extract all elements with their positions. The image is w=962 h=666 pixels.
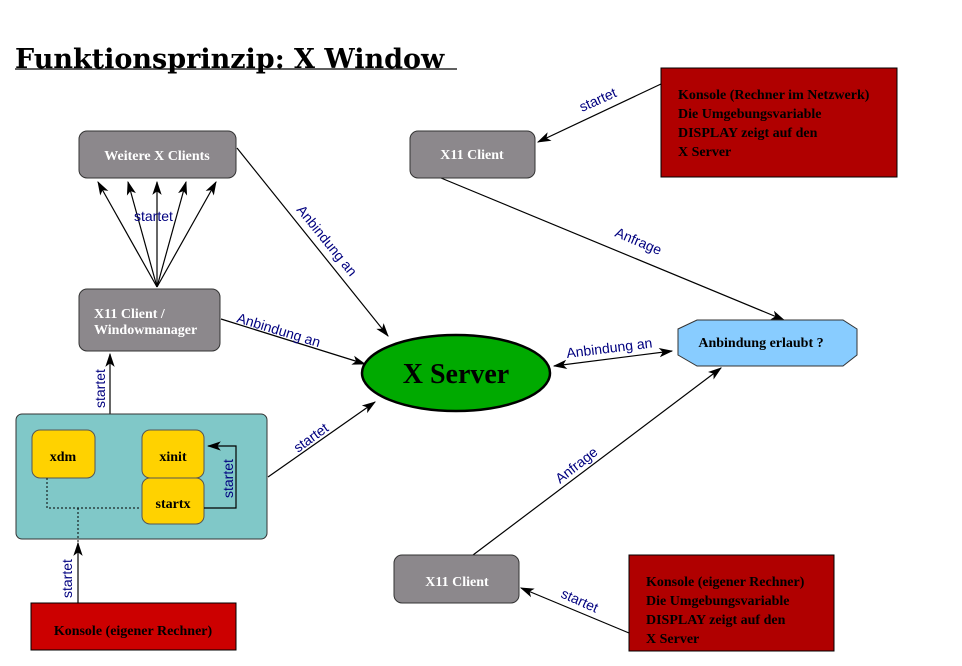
node-wm-label-2: Windowmanager	[94, 323, 197, 338]
node-client-top-label: X11 Client	[440, 148, 504, 163]
node-konsole-bottom-label: Konsole (eigener Rechner)	[54, 624, 213, 639]
dotted-xdm-startx	[46, 478, 140, 509]
edge-label-anbindung-check: Anbindung an	[565, 335, 653, 361]
node-wm-label-1: X11 Client /	[94, 307, 166, 322]
node-xdm-label: xdm	[50, 450, 77, 465]
node-client-bottom-label: X11 Client	[425, 575, 489, 590]
edge-startx-to-xinit	[204, 441, 237, 509]
node-startx[interactable]: startx	[141, 477, 205, 525]
edge-label-startet-wm: startet	[92, 369, 108, 408]
edge-label-anbindung-weitere: Anbindung an	[294, 202, 361, 279]
konsole-net-line-2: Die Umgebungsvariable	[678, 107, 822, 122]
node-startup-group: xdm xinit startx startet	[15, 413, 268, 545]
node-weitere-label: Weitere X Clients	[104, 149, 210, 164]
edge-label-startet-fan: startet	[134, 208, 173, 224]
node-konsole-netzwerk[interactable]: Konsole (Rechner im Netzwerk) Die Umgebu…	[660, 67, 898, 178]
node-xdm[interactable]: xdm	[31, 429, 96, 479]
node-startx-label: startx	[156, 497, 191, 512]
konsole-net-line-1: Konsole (Rechner im Netzwerk)	[678, 88, 870, 103]
edge-label-anbindung-wm: Anbindung an	[235, 310, 322, 351]
edge-client-top-to-check	[440, 177, 786, 321]
node-x-server-label: X Server	[403, 359, 510, 390]
edge-label-startet-right: startet	[559, 585, 601, 615]
edge-label-startet-konsole: startet	[59, 559, 75, 598]
edge-server-check	[552, 347, 674, 370]
edge-label-startet-loop: startet	[220, 459, 236, 498]
edge-label-startet-net: startet	[577, 84, 619, 114]
node-x11-client-top[interactable]: X11 Client	[409, 130, 536, 179]
edge-client-bottom-to-check	[472, 367, 722, 556]
edge-konsole-net-to-client	[536, 83, 662, 143]
konsole-right-line-2: Die Umgebungsvariable	[646, 594, 790, 609]
konsole-right-line-4: X Server	[646, 632, 699, 647]
edge-group-to-server	[267, 401, 376, 478]
node-xinit[interactable]: xinit	[141, 429, 205, 479]
node-check-label: Anbindung erlaubt ?	[698, 336, 823, 351]
edge-konsole-right-to-client	[519, 587, 630, 634]
node-konsole-eigener-rechner-right[interactable]: Konsole (eigener Rechner) Die Umgebungsv…	[628, 554, 835, 652]
diagram-title: Funktionsprinzip: X Window	[15, 44, 445, 75]
node-weitere-x-clients[interactable]: Weitere X Clients	[78, 130, 237, 179]
node-xinit-label: xinit	[159, 450, 187, 465]
node-x-server[interactable]: X Server	[360, 333, 552, 413]
fan-startet-arrows	[97, 180, 217, 288]
edge-wm-to-server	[220, 318, 367, 365]
node-x11-client-windowmanager[interactable]: X11 Client / Windowmanager	[78, 288, 221, 352]
konsole-net-line-4: X Server	[678, 145, 731, 160]
node-anbindung-erlaubt[interactable]: Anbindung erlaubt ?	[677, 319, 858, 367]
node-x11-client-bottom[interactable]: X11 Client	[393, 554, 520, 604]
konsole-right-line-1: Konsole (eigener Rechner)	[646, 575, 805, 590]
konsole-right-line-3: DISPLAY zeigt auf den	[646, 613, 786, 628]
konsole-net-line-3: DISPLAY zeigt auf den	[678, 126, 818, 141]
node-konsole-eigener-rechner-bottom[interactable]: Konsole (eigener Rechner)	[30, 602, 237, 651]
edge-weitere-to-server	[236, 147, 389, 337]
